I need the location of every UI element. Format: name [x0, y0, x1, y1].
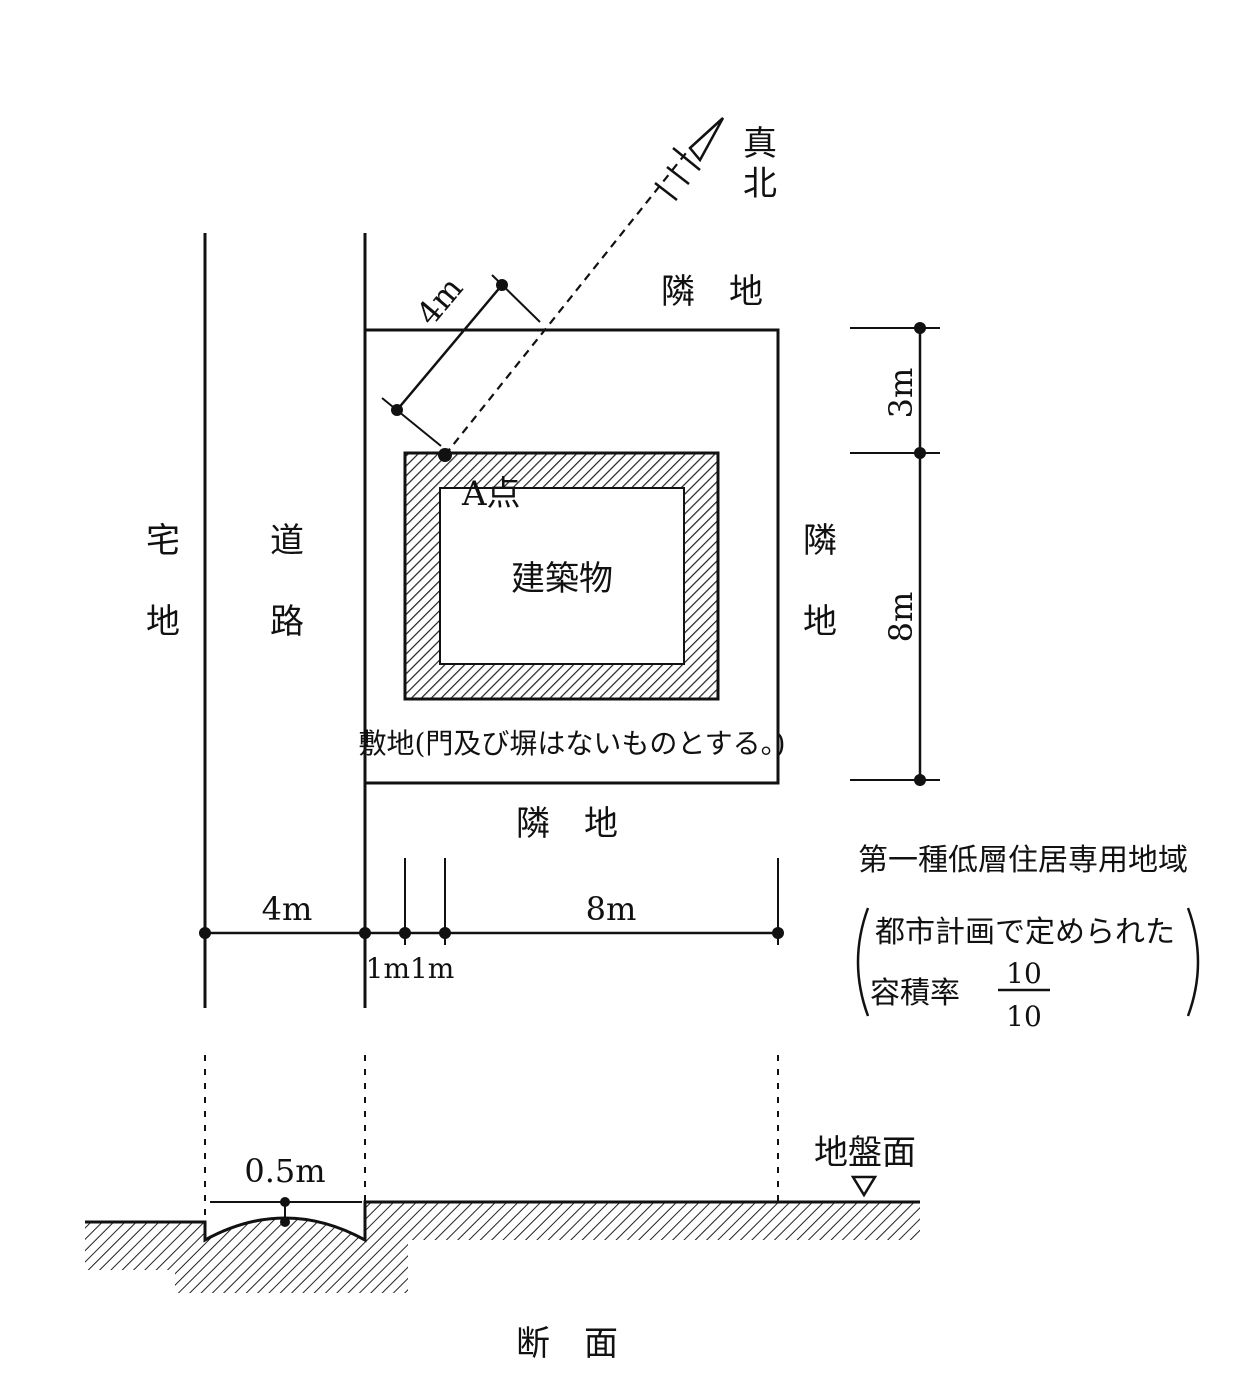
- section-title: 断 面: [516, 1324, 618, 1364]
- road-4m-label: 4m: [262, 890, 313, 928]
- dimension-mound: [210, 1197, 362, 1227]
- road-label-1: 道: [270, 521, 304, 561]
- dimension-right: [850, 322, 940, 786]
- ground-level-marker-icon: [850, 1175, 878, 1198]
- site-label: 敷地(門及び塀はないものとする。): [358, 727, 785, 760]
- neighbor-label-top: 隣 地: [661, 272, 763, 312]
- setback-label: 1m1m: [366, 952, 455, 985]
- zoning-line-2: 都市計画で定められた: [875, 915, 1175, 950]
- residential-label-1: 宅: [146, 521, 180, 561]
- zoning-bracket-right: [1186, 907, 1200, 1017]
- north-label-1: 真: [743, 124, 777, 164]
- building-label: 建築物: [511, 559, 613, 599]
- site-8m-label: 8m: [586, 890, 637, 928]
- dimension-diag-4m: [381, 274, 541, 447]
- zoning-bracket-left: [856, 907, 870, 1017]
- section-ground: [85, 1200, 920, 1293]
- diag-4m-label: 4m: [409, 269, 471, 332]
- building: [403, 451, 720, 701]
- road-label-2: 路: [270, 602, 304, 642]
- north-dashed-line: [444, 147, 691, 456]
- right-8m-label: 8m: [882, 592, 920, 643]
- neighbor-label-bottom: 隣 地: [516, 804, 618, 844]
- neighbor-label-right-2: 地: [803, 602, 837, 642]
- neighbor-label-right-1: 隣: [803, 521, 837, 561]
- mound-0-5m-label: 0.5m: [244, 1152, 325, 1190]
- ground-level-label: 地盤面: [814, 1133, 916, 1173]
- zoning-line-1: 第一種低層住居専用地域: [858, 843, 1188, 878]
- ratio-numerator: 10: [1006, 957, 1042, 990]
- dimension-bottom: [199, 858, 784, 945]
- section-projection-lines: [204, 1055, 779, 1230]
- zoning-line-3-label: 容積率: [870, 976, 960, 1011]
- point-a-label: A点: [461, 474, 521, 514]
- ratio-denominator: 10: [1006, 1000, 1042, 1033]
- site-boundary: [363, 328, 780, 785]
- north-label-2: 北: [743, 164, 777, 204]
- residential-label-2: 地: [146, 602, 180, 642]
- north-arrow-icon: [654, 117, 725, 201]
- right-3m-label: 3m: [882, 368, 920, 419]
